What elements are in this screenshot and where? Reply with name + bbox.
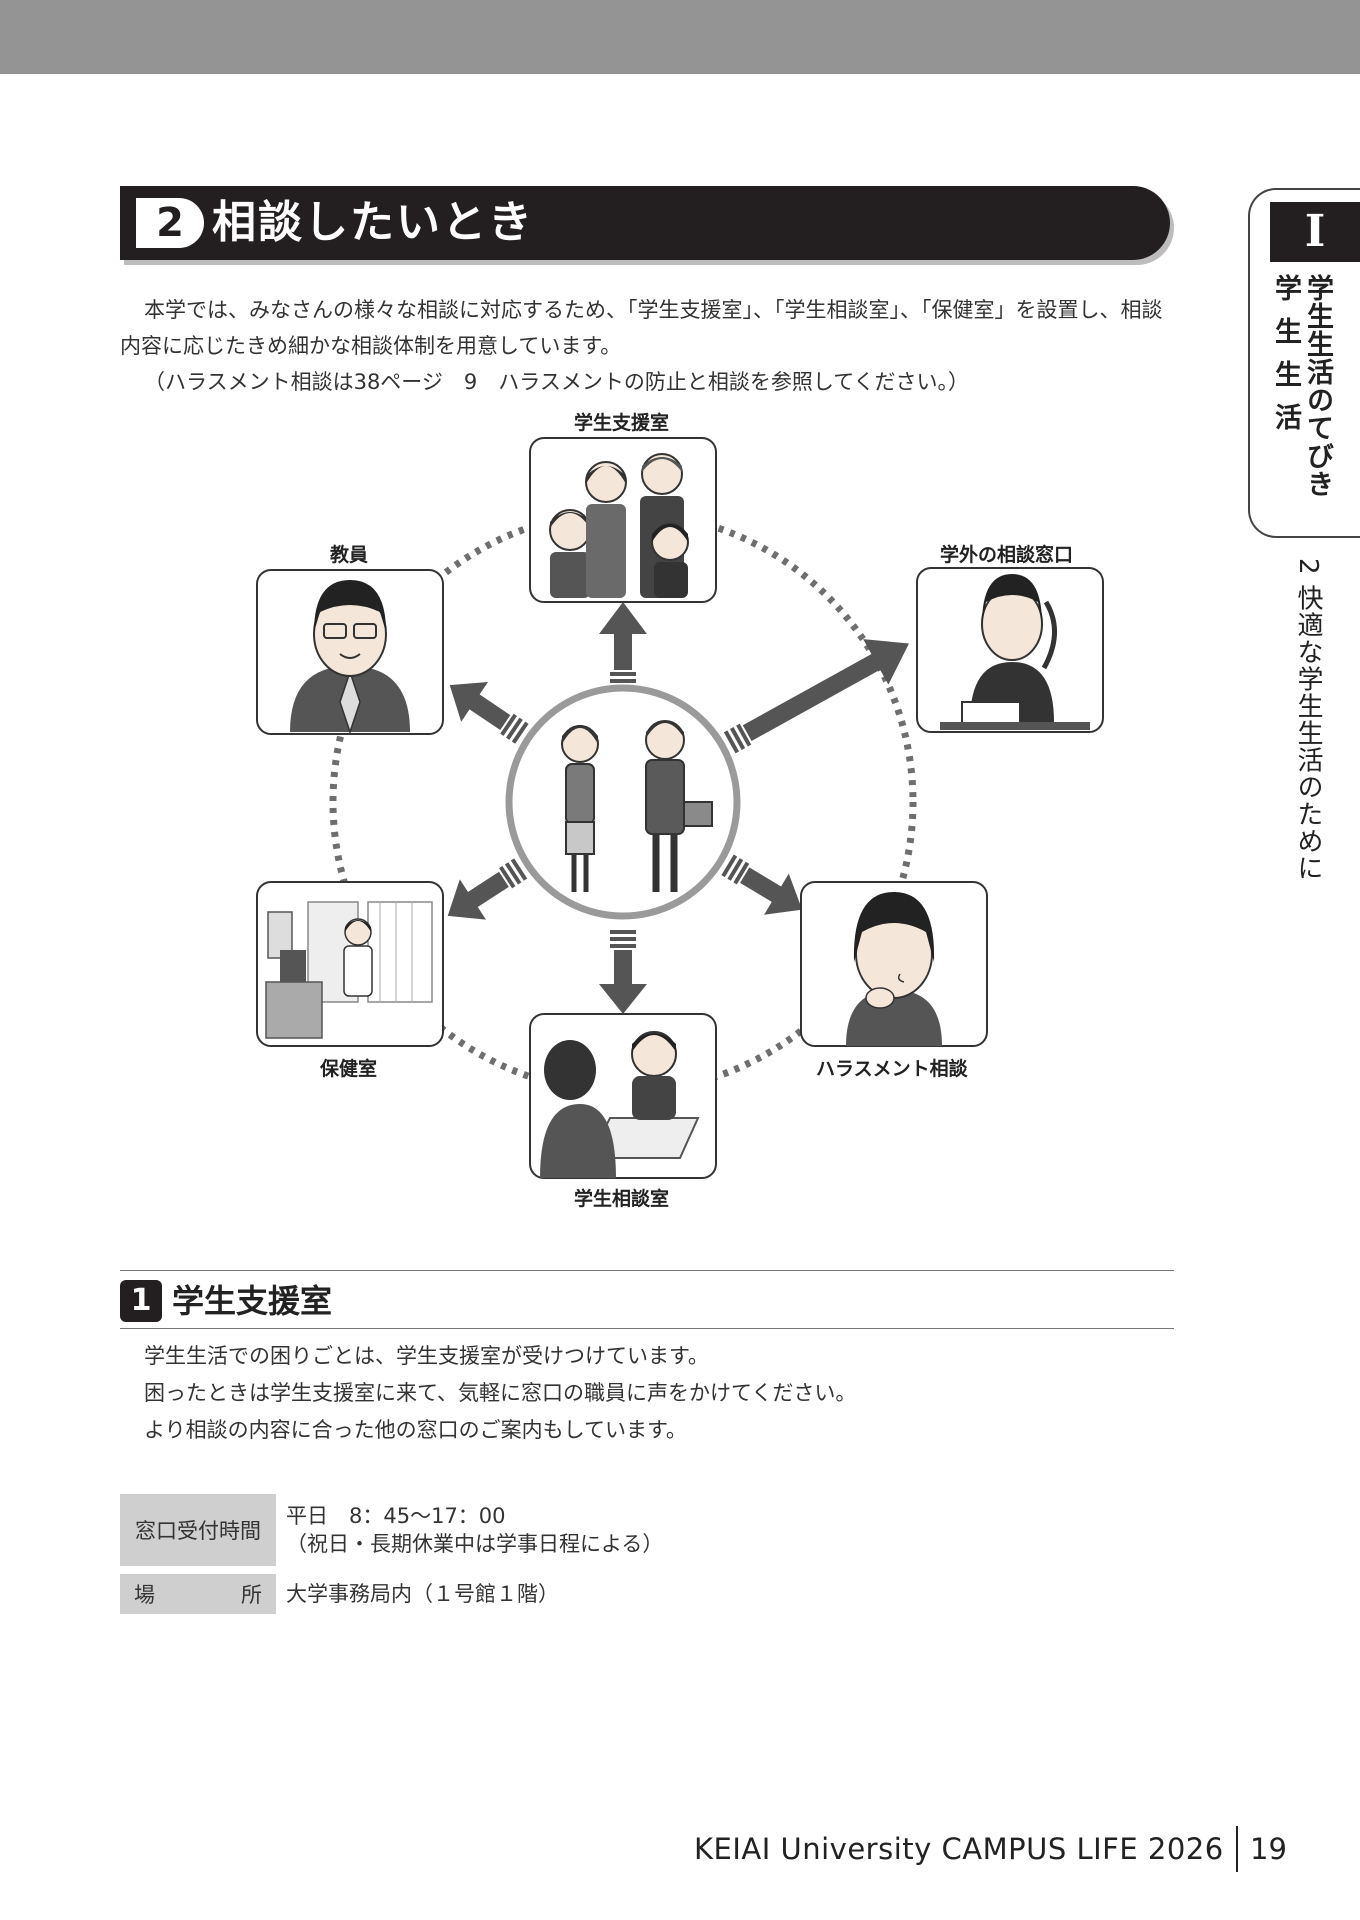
info-row-hours: 窓口受付時間 平日 8：45〜17：00 （祝日・長期休業中は学事日程による） bbox=[120, 1494, 673, 1566]
label-counseling: 学生相談室 bbox=[574, 1188, 670, 1210]
section-title: 相談したいとき bbox=[212, 197, 534, 248]
hours-cell: 平日 8：45〜17：00 （祝日・長期休業中は学事日程による） bbox=[276, 1494, 673, 1566]
label-harassment: ハラスメント相談 bbox=[816, 1058, 968, 1080]
node-support bbox=[529, 437, 717, 603]
label-external: 学外の相談窓口 bbox=[940, 544, 1074, 566]
node-external bbox=[916, 567, 1104, 733]
diagram-graphic bbox=[256, 437, 1104, 1179]
place-value: 大学事務局内（１号館１階） bbox=[286, 1582, 559, 1606]
subsection-rule-top bbox=[120, 1270, 1174, 1271]
arrow-external bbox=[723, 639, 910, 754]
intro-note: （ハラスメント相談は38ページ 9 ハラスメントの防止と相談を参照してください。… bbox=[144, 370, 970, 394]
label-faculty: 教員 bbox=[330, 544, 369, 566]
subsection-line: より相談の内容に合った他の窓口のご案内もしています。 bbox=[144, 1418, 687, 1442]
node-counseling bbox=[529, 1013, 717, 1179]
place-label-a: 場 bbox=[134, 1583, 155, 1607]
hours-label: 窓口受付時間 bbox=[120, 1494, 276, 1566]
consultation-diagram: 学生支援室 教員 学外の相談窓口 保健室 ハラスメント相談 学生相談室 bbox=[240, 402, 1120, 1222]
top-bar bbox=[0, 0, 1360, 74]
page-number: 19 bbox=[1250, 1832, 1287, 1866]
center-students bbox=[505, 684, 741, 920]
section-number: 2 bbox=[136, 198, 204, 248]
label-support: 学生支援室 bbox=[574, 412, 670, 434]
subsection-title: 学生支援室 bbox=[172, 1282, 333, 1320]
section-header: 2 相談したいとき bbox=[120, 186, 1170, 260]
subsection-line: 困ったときは学生支援室に来て、気軽に窓口の職員に声をかけてください。 bbox=[144, 1381, 857, 1405]
node-faculty bbox=[256, 569, 444, 735]
side-chapter-label: 2 快適な学生生活のために bbox=[1293, 558, 1323, 882]
arrow-harassment bbox=[721, 854, 803, 915]
label-health: 保健室 bbox=[320, 1058, 378, 1080]
side-tab-label: 学生生活のてびき bbox=[1302, 274, 1333, 498]
side-tab-label-short: 学生生活 bbox=[1270, 274, 1301, 446]
place-label: 場 所 bbox=[120, 1574, 276, 1614]
node-harassment bbox=[800, 881, 988, 1047]
hours-note: （祝日・長期休業中は学事日程による） bbox=[286, 1532, 664, 1556]
place-label-b: 所 bbox=[241, 1583, 262, 1607]
footer-separator bbox=[1236, 1826, 1238, 1872]
arrow-faculty bbox=[449, 682, 529, 744]
arrows bbox=[447, 602, 910, 1014]
intro-paragraph: 本学では、みなさんの様々な相談に対応するため、「学生支援室」、「学生相談室」、「… bbox=[120, 298, 1163, 358]
hours-value: 平日 8：45〜17：00 bbox=[286, 1504, 506, 1528]
arrow-counseling bbox=[599, 930, 647, 1014]
subsection-rule-bottom bbox=[120, 1328, 1174, 1329]
node-health bbox=[256, 881, 444, 1047]
footer-title: KEIAI University CAMPUS LIFE 2026 bbox=[694, 1832, 1224, 1866]
subsection-line: 学生生活での困りごとは、学生支援室が受けつけています。 bbox=[144, 1344, 709, 1368]
subsection-number: 1 bbox=[120, 1280, 162, 1322]
dotted-ring bbox=[329, 508, 917, 1096]
info-row-place: 場 所 大学事務局内（１号館１階） bbox=[120, 1574, 673, 1614]
subsection-body: 学生生活での困りごとは、学生支援室が受けつけています。 困ったときは学生支援室に… bbox=[144, 1338, 856, 1449]
info-table: 窓口受付時間 平日 8：45〜17：00 （祝日・長期休業中は学事日程による） … bbox=[120, 1486, 673, 1622]
arrow-health bbox=[447, 858, 528, 920]
arrow-support bbox=[599, 602, 647, 690]
side-tab-roman: I bbox=[1270, 202, 1360, 262]
